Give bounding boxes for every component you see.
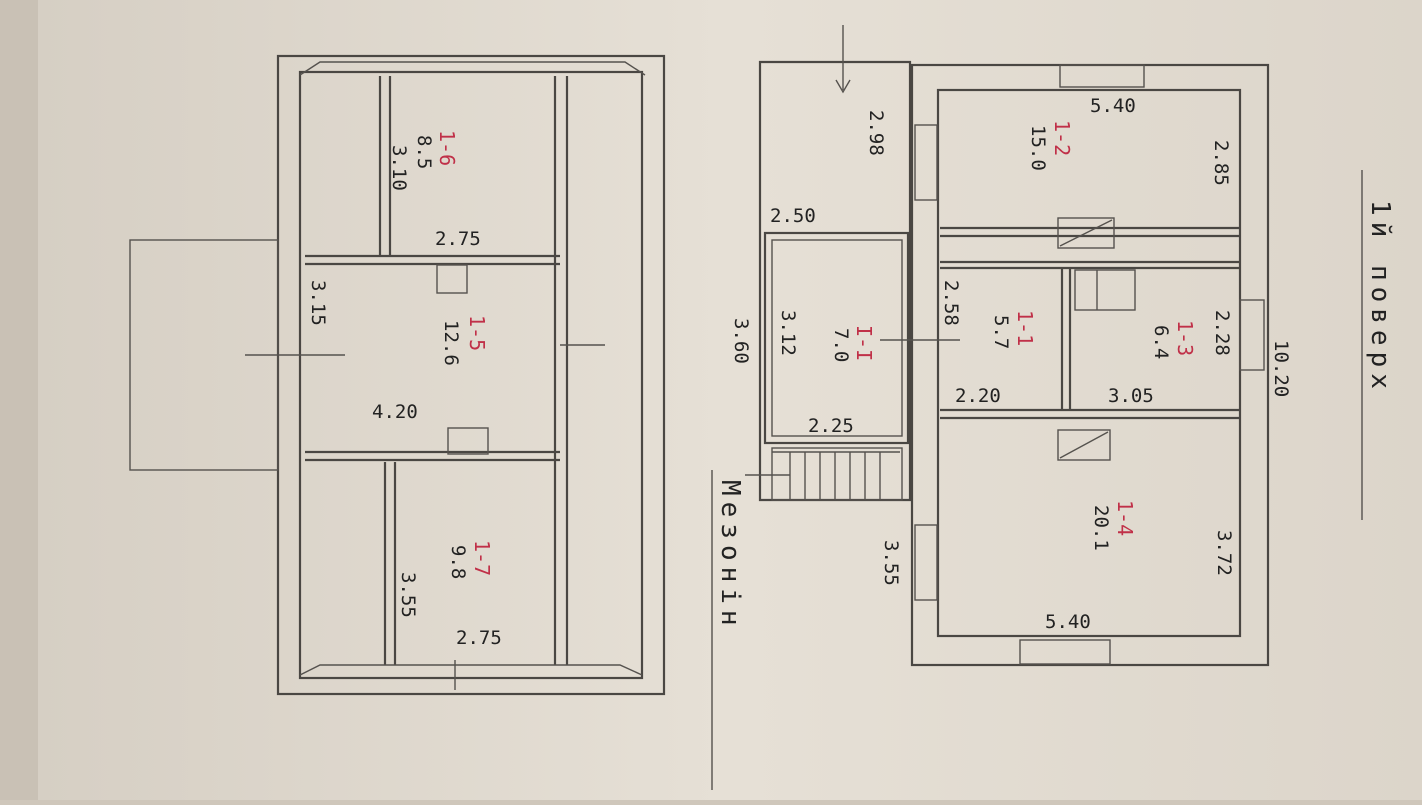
room-length: 3.15 [307,280,329,326]
room-width: 2.25 [808,415,854,437]
titles: 1й поверх Мезонін [711,170,1395,790]
room-area: 9.8 [447,545,469,579]
room-area: 15.0 [1027,125,1049,171]
room-id: I-I [852,325,876,361]
room-length: 2.85 [1210,140,1232,186]
left-plan [129,54,666,696]
room-width: 2.20 [955,385,1001,407]
room-1-3: 1-3 6.4 2.28 3.05 [1108,310,1233,407]
room-area: 8.5 [413,135,435,169]
stairs [771,447,903,501]
paper-sheet [38,0,1422,800]
room-id: 1-3 [1173,320,1197,356]
dim-corridor: 2.50 [770,205,816,227]
right-plan [745,25,1270,667]
room-area: 20.1 [1090,505,1112,551]
room-1-7: 1-7 9.8 3.55 2.75 [397,540,502,649]
dim-top-left: 2.98 [865,110,887,156]
room-length: 2.28 [1211,310,1233,356]
room-1-1: 1-1 5.7 2.58 2.20 [940,280,1037,407]
room-width: 2.75 [435,228,481,250]
room-width: 4.20 [372,401,418,423]
dim-bottom-left: 3.55 [880,540,902,586]
mezzanine-title: Мезонін [715,480,745,632]
room-1-6: 1-6 8.5 3.10 2.75 [388,130,481,250]
room-area: 6.4 [1150,325,1172,359]
room-id: 1-5 [465,315,489,351]
room-area: 7.0 [830,328,852,362]
room-mezzanine: I-I 7.0 3.12 2.25 [777,310,876,437]
room-id: 1-6 [435,130,459,166]
overall-dimensions: 2.98 2.50 3.60 3.55 10.20 [730,110,1292,586]
room-area: 12.6 [440,320,462,366]
room-length: 3.55 [397,572,419,618]
room-width: 3.05 [1108,385,1154,407]
room-id: 1-7 [470,540,494,576]
room-length: 3.12 [777,310,799,356]
room-1-4: 1-4 20.1 3.72 5.40 [1045,500,1235,633]
room-width: 5.40 [1090,95,1136,117]
room-area: 5.7 [990,315,1012,349]
room-length: 2.58 [940,280,962,326]
room-length: 3.10 [388,145,410,191]
room-1-5: 1-5 12.6 3.15 4.20 [307,280,489,423]
dim-mezz-outer: 3.60 [730,318,752,364]
room-id: 1-4 [1113,500,1137,536]
dim-overall: 10.20 [1270,340,1292,397]
room-width: 2.75 [456,627,502,649]
room-length: 3.72 [1213,530,1235,576]
floor-title: 1й поверх [1365,200,1395,395]
room-1-2: 1-2 15.0 5.40 2.85 [1027,95,1232,186]
room-id: 1-1 [1013,310,1037,346]
room-id: 1-2 [1050,120,1074,156]
room-width: 5.40 [1045,611,1091,633]
